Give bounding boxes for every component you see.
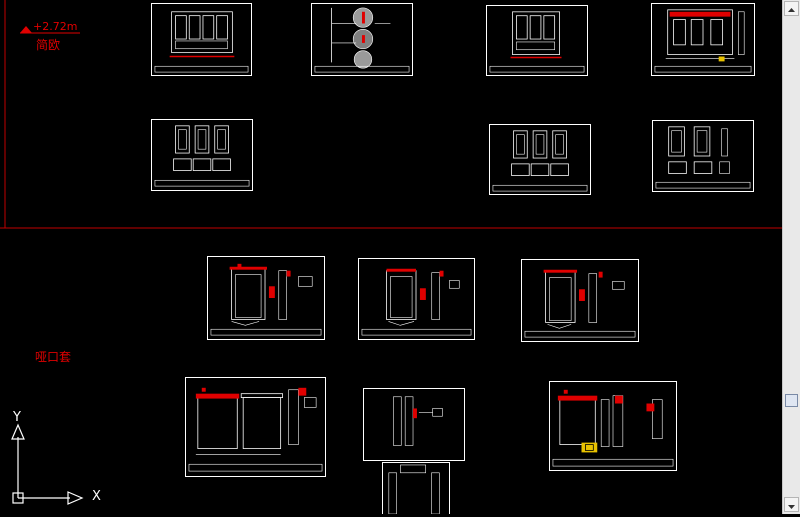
drawing-sheet[interactable] (652, 120, 754, 192)
drawing-sheet[interactable] (382, 462, 450, 514)
ucs-icon (11, 423, 84, 505)
level-marker-text: +2.72m (33, 20, 78, 33)
arrow-up-icon (788, 8, 795, 12)
drawing-sheet[interactable] (651, 3, 755, 76)
scroll-up-button[interactable] (784, 1, 799, 16)
scroll-thumb[interactable] (785, 394, 798, 407)
vertical-scrollbar[interactable] (782, 0, 800, 514)
drawing-sheet[interactable] (489, 124, 591, 195)
drawing-canvas[interactable]: +2.72m 简欧 哑口套 (0, 0, 782, 514)
drawing-sheet[interactable] (549, 381, 677, 471)
drawing-sheet[interactable] (363, 388, 465, 461)
section-label-jianou: 简欧 (36, 38, 61, 52)
section-frame (0, 0, 782, 229)
drawing-sheet[interactable] (358, 258, 475, 340)
arrow-down-icon (788, 505, 795, 509)
ucs-y-label: Y (13, 410, 21, 425)
drawing-sheet[interactable] (185, 377, 326, 477)
drawing-sheet[interactable] (207, 256, 325, 340)
section-label-yakoutao: 哑口套 (35, 350, 72, 364)
ucs-x-label: X (92, 489, 101, 504)
drawing-sheet[interactable] (311, 3, 413, 76)
drawing-sheet[interactable] (151, 119, 253, 191)
drawing-sheet[interactable] (486, 5, 588, 76)
scroll-down-button[interactable] (784, 497, 799, 512)
drawing-sheet[interactable] (151, 3, 252, 76)
drawing-sheet[interactable] (521, 259, 639, 342)
